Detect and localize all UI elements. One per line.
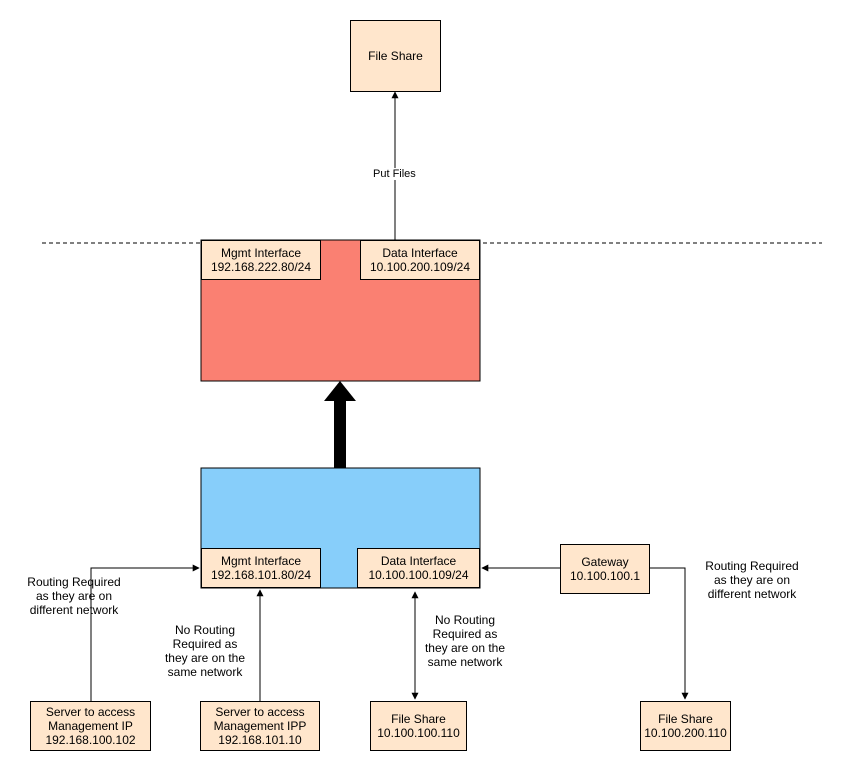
routing-left-line: different network [29,603,119,617]
routing-required-left-note: Routing Required as they are on differen… [14,575,134,617]
routing-left-line: Routing Required [27,575,121,589]
no-routing-right-line: same network [427,655,503,669]
no-routing-right-line: Required as [432,627,498,641]
host-data-interface-ip: 10.100.100.109/24 [368,568,469,582]
host-data-interface-title: Data Interface [380,554,457,568]
routing-right-line: as they are on [713,573,791,587]
remote-file-share-title: File Share [658,712,713,726]
host-to-vm-arrowhead [324,381,356,401]
top-file-share-node[interactable]: File Share [350,20,441,92]
gateway-ip: 10.100.100.1 [569,569,641,583]
gateway-to-remote-file-share-arrow [650,567,689,700]
routing-left-line: as they are on [35,589,113,603]
no-routing-right-line: they are on the [424,641,506,655]
local-file-share-ip: 10.100.100.110 [377,726,460,740]
no-routing-right-note: No Routing Required as they are on the s… [415,613,515,669]
server-mgmt-ip-node[interactable]: Server to access Management IP 192.168.1… [30,701,151,751]
no-routing-right-line: No Routing [434,613,496,627]
no-routing-mid-line: Required as [172,637,238,651]
routing-required-right-note: Routing Required as they are on differen… [692,559,812,601]
host-mgmt-interface-node[interactable]: Mgmt Interface 192.168.101.80/24 [201,548,321,588]
remote-file-share-node[interactable]: File Share 10.100.200.110 [640,701,731,751]
vm-data-interface-ip: 10.100.200.109/24 [369,260,471,274]
routing-right-line: different network [707,587,797,601]
server-mgmt-ipp-line1: Server to access [215,705,305,719]
remote-file-share-ip: 10.100.200.110 [644,726,727,740]
server-mgmt-ip-to-host-mgmt-arrow [90,564,200,701]
host-data-interface-node[interactable]: Data Interface 10.100.100.109/24 [357,548,480,588]
no-routing-mid-line: No Routing [174,623,236,637]
server-mgmt-ip-line1: Server to access [45,705,136,719]
vm-mgmt-interface-title: Mgmt Interface [220,246,302,260]
put-files-label: Put Files [371,168,418,180]
server-mgmt-ip-address: 192.168.100.102 [45,733,136,747]
vm-mgmt-interface-node[interactable]: Mgmt Interface 192.168.222.80/24 [201,240,321,280]
gateway-node[interactable]: Gateway 10.100.100.1 [560,544,650,594]
no-routing-mid-note: No Routing Required as they are on the s… [155,623,255,679]
vm-data-interface-node[interactable]: Data Interface 10.100.200.109/24 [360,240,480,280]
gateway-title: Gateway [581,555,629,569]
server-mgmt-ipp-address: 192.168.101.10 [218,733,302,747]
local-file-share-node[interactable]: File Share 10.100.100.110 [370,701,467,751]
host-mgmt-interface-title: Mgmt Interface [220,554,302,568]
vm-mgmt-interface-ip: 192.168.222.80/24 [210,260,312,274]
routing-right-line: Routing Required [705,559,799,573]
no-routing-mid-line: they are on the [164,651,246,665]
top-file-share-title: File Share [368,49,423,63]
local-file-share-title: File Share [391,712,446,726]
server-mgmt-ip-line2: Management IP [48,719,133,733]
vm-data-interface-title: Data Interface [382,246,458,260]
server-mgmt-ipp-line2: Management IPP [213,719,307,733]
server-mgmt-ipp-node[interactable]: Server to access Management IPP 192.168.… [200,701,320,751]
no-routing-mid-line: same network [167,665,243,679]
host-mgmt-interface-ip: 192.168.101.80/24 [210,568,312,582]
